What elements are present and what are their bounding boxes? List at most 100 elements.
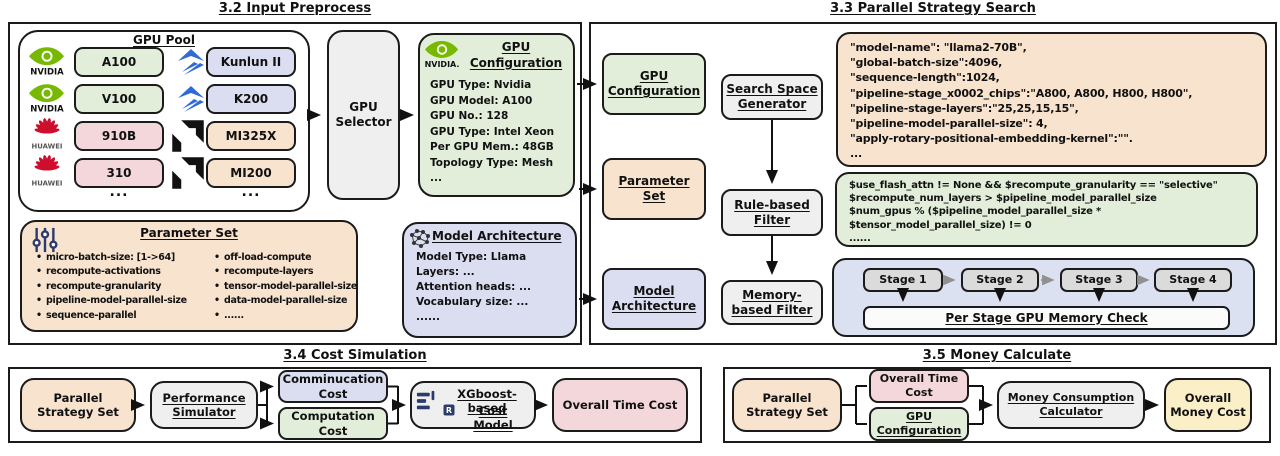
cost-model-label-line2: Cost Model	[473, 404, 513, 432]
overall-money-cost-box: Overall Money Cost	[1164, 378, 1252, 432]
model-arch-line: Vocabulary size: ...	[416, 296, 529, 308]
model-arch-line: Layers: ...	[416, 266, 475, 278]
parameter-item: ......	[214, 309, 354, 324]
sample-config-line: "global-batch-size":4096,	[850, 56, 1003, 70]
model-arch-line: Attention heads: ...	[416, 281, 531, 293]
model-architecture-box	[402, 222, 577, 338]
parameter-set-title: Parameter Set	[140, 226, 238, 240]
rule-based-filter-box: Rule-based Filter	[721, 189, 823, 236]
gpu-configuration-lines: GPU Type: Nvidia GPU Model: A100 GPU No.…	[430, 78, 570, 187]
parameter-item: sequence-parallel	[36, 309, 214, 324]
svg-text:HUAWEI: HUAWEI	[32, 180, 63, 188]
parameter-item: off-load-compute	[214, 251, 354, 266]
money-consumption-calculator-box: Money Consumption Calculator	[997, 381, 1145, 429]
rule-line: ......	[849, 232, 871, 244]
section-title-cost-simulation: 3.4 Cost Simulation	[283, 348, 427, 363]
r-badge-icon: R	[443, 404, 455, 416]
communication-cost-box: Comminucation Cost	[278, 370, 388, 403]
chip-mi325x: MI325X	[206, 121, 296, 151]
gpu-config-line: Topology Type: Mesh	[430, 156, 554, 169]
search-space-sample-box: "model-name": "llama2-70B", "global-batc…	[836, 32, 1267, 167]
parameter-item: micro-batch-size: [1->64]	[36, 251, 214, 266]
huawei-logo: HUAWEI	[28, 118, 66, 152]
chip-k200: K200	[206, 84, 296, 114]
kunlun-logo	[176, 47, 206, 77]
pool-ellipsis-right: ...	[241, 184, 261, 200]
sample-config-line: ...	[850, 147, 862, 161]
section-title-input-preprocess: 3.2 Input Preprocess	[218, 1, 372, 16]
overall-time-cost-box-35: Overall Time Cost	[869, 369, 969, 403]
rules-box: $use_flash_attn != None && $recompute_gr…	[835, 172, 1258, 247]
nvidia-logo: NVIDIA.	[424, 38, 460, 70]
strategy-set-box-35: Parallel Strategy Set	[732, 378, 842, 432]
svg-text:NVIDIA.: NVIDIA.	[425, 60, 460, 69]
sample-config-line: "pipeline-model-parallel-size": 4,	[850, 117, 1048, 131]
parameter-item: recompute-activations	[36, 265, 214, 280]
sample-config-line: "pipeline-stage-layers":"25,25,15,15",	[850, 101, 1079, 115]
stage-4-box: Stage 4	[1154, 268, 1232, 292]
gpu-config-line: GPU No.: 128	[430, 110, 509, 122]
model-arch-line: Model Type: Llama	[416, 251, 527, 263]
parameter-item: data-model-parallel-size	[214, 294, 354, 309]
model-arch-line: ......	[416, 311, 440, 323]
gpu-config-line: ...	[430, 172, 442, 184]
gpu-config-line: GPU Model: A100	[430, 94, 533, 107]
gpu-configuration-title: GPU Configuration	[469, 40, 563, 70]
parameter-set-right-column: off-load-compute recompute-layers tensor…	[214, 251, 357, 324]
gpu-pool-title: GPU Pool	[133, 33, 195, 47]
huawei-logo: HUAWEI	[28, 155, 66, 189]
sample-config-line: "model-name": "llama2-70B",	[850, 41, 1027, 54]
stage-3-box: Stage 3	[1060, 268, 1138, 292]
rule-line: $recompute_num_layers > $pipeline_model_…	[849, 193, 1157, 205]
chip-kunlun-ii: Kunlun II	[206, 47, 296, 77]
search-space-generator-box: Search Space Generator	[721, 74, 823, 120]
svg-text:NVIDIA: NVIDIA	[30, 67, 64, 77]
rule-line: $use_flash_attn != None && $recompute_gr…	[849, 180, 1218, 191]
parameter-item: recompute-layers	[214, 265, 354, 280]
gpu-config-line: GPU Type: Nvidia	[430, 79, 532, 91]
sample-config-line: "sequence-length":1024,	[850, 71, 1000, 85]
chip-310: 310	[74, 158, 164, 188]
amd-logo	[170, 155, 206, 191]
parameter-set-left-column: micro-batch-size: [1->64] recompute-acti…	[36, 251, 214, 323]
sample-config-line: "pipeline-stage_x0002_chips":"A800, A800…	[850, 86, 1193, 100]
sample-config-line: "apply-rotary-positional-embedding-kerne…	[850, 132, 1133, 146]
cost-model-label-line1: XGboost-based	[457, 387, 517, 415]
chip-mi200: MI200	[206, 158, 296, 188]
stage-1-box: Stage 1	[863, 268, 943, 292]
section-title-strategy-search: 3.3 Parallel Strategy Search	[830, 1, 1036, 16]
svg-text:HUAWEI: HUAWEI	[32, 143, 63, 151]
sliders-icon	[32, 226, 58, 254]
nvidia-logo: NVIDIA	[28, 81, 66, 115]
computation-cost-box: Computation Cost	[278, 407, 388, 440]
input-label-gpu-configuration: GPU Configuration	[602, 53, 706, 115]
gpu-config-line: Per GPU Mem.: 48GB	[430, 141, 554, 153]
gpu-configuration-box-35: GPU Configuration	[869, 407, 969, 441]
parameter-item: tensor-model-parallel-size	[214, 280, 357, 295]
model-architecture-lines: Model Type: Llama Layers: ... Attention …	[416, 250, 568, 325]
section-title-money-calculate: 3.5 Money Calculate	[922, 348, 1072, 363]
stage-2-box: Stage 2	[961, 268, 1039, 292]
overall-time-cost-box-34: Overall Time Cost	[552, 378, 688, 432]
pool-ellipsis-left: ...	[109, 184, 129, 200]
chip-v100: V100	[74, 84, 164, 114]
nvidia-logo: NVIDIA	[28, 44, 66, 78]
cost-model-box	[410, 381, 536, 429]
parameter-item: pipeline-model-parallel-size	[36, 294, 214, 309]
kunlun-logo	[176, 84, 206, 114]
performance-simulator-box: Performance Simulator	[150, 381, 258, 429]
chip-a100: A100	[74, 47, 164, 77]
parameter-item: recompute-granularity	[36, 280, 214, 295]
memory-based-filter-box: Memory-based Filter	[721, 280, 823, 325]
svg-text:R: R	[446, 406, 452, 415]
xgboost-icon	[416, 390, 438, 412]
strategy-set-box-34: Parallel Strategy Set	[20, 378, 136, 432]
neural-network-icon	[407, 227, 433, 251]
gpu-selector-box: GPU Selector	[327, 30, 400, 200]
chip-910b: 910B	[74, 121, 164, 151]
model-architecture-title: Model Architecture	[432, 229, 562, 243]
svg-text:NVIDIA: NVIDIA	[30, 104, 64, 114]
amd-logo	[170, 118, 206, 154]
per-stage-memory-check-bar: Per Stage GPU Memory Check	[863, 306, 1230, 330]
